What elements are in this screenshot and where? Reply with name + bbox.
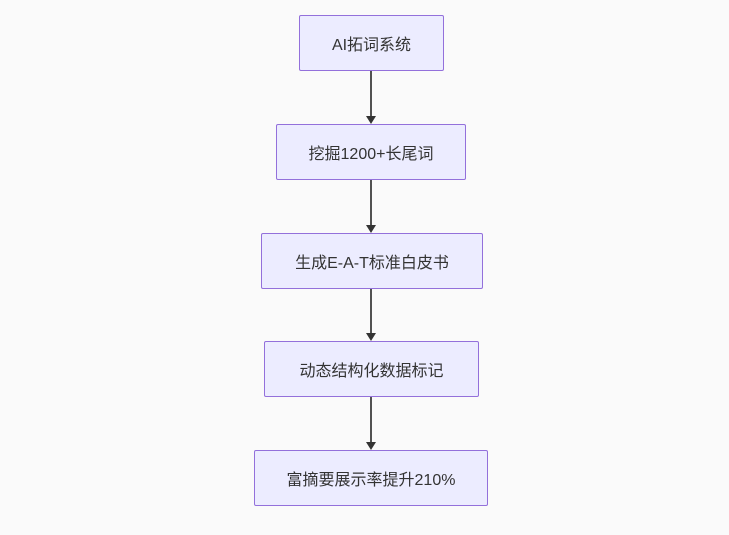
flow-node-rich-snippet-rate-increase: 富摘要展示率提升210% [254,450,488,506]
arrow-line [370,397,372,442]
flow-node-eat-whitepaper-generation: 生成E-A-T标准白皮书 [261,233,483,289]
arrowhead-down-icon [366,116,376,124]
arrow-line [370,180,372,225]
flow-node-longtail-keyword-mining: 挖掘1200+长尾词 [276,124,466,180]
flow-arrow-3 [366,289,376,341]
flow-arrow-2 [366,180,376,233]
arrowhead-down-icon [366,225,376,233]
flow-arrow-1 [366,71,376,124]
flow-node-ai-word-expansion-system: AI拓词系统 [299,15,444,71]
arrow-line [370,289,372,333]
flow-node-dynamic-structured-data-markup: 动态结构化数据标记 [264,341,479,397]
arrowhead-down-icon [366,333,376,341]
arrow-line [370,71,372,116]
arrowhead-down-icon [366,442,376,450]
flow-arrow-4 [366,397,376,450]
